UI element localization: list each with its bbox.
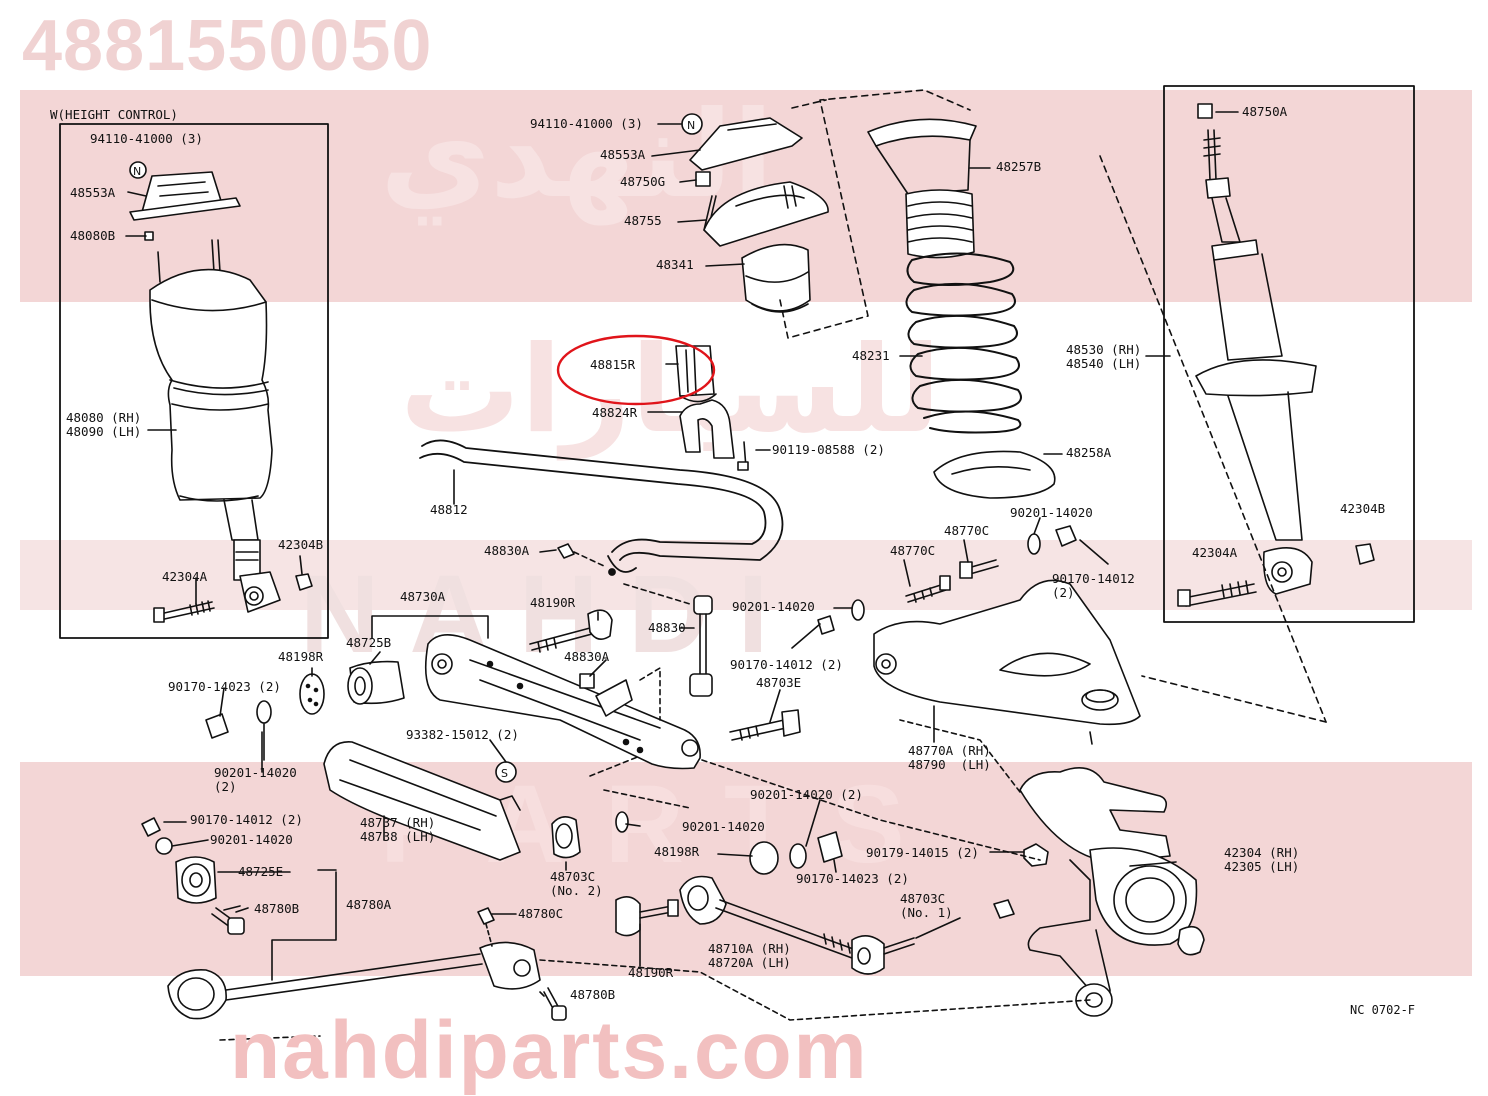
watermark-band-bottom [20,762,1472,976]
part-label-l26: 48725B [346,635,392,650]
svg-text:N: N [687,119,695,132]
part-label-l6: 42304A [162,569,208,584]
part-label-l10: 48755 [624,213,662,228]
part-label-l30: 90170-14023 (2) [168,679,281,694]
part-label-l1: 94110-41000 (3) [90,131,203,146]
part-label-l56: 48710A (RH) 48720A (LH) [708,941,791,971]
part-label-l35: 90201-14020 [732,599,815,614]
part-label-l21: 90119-08588 (2) [772,442,885,457]
svg-text:N: N [133,165,141,178]
bushing-48725b [347,660,405,705]
part-label-l28: 48830A [564,649,610,664]
part-label-l37: 48703E [756,675,802,690]
bushing-48725e [175,856,217,904]
lateral-rod [167,907,567,1021]
bolt-48703e [729,709,801,741]
part-label-l4: 48080 (RH) 48090 (LH) [66,410,142,440]
part-label-l51: 90170-14023 (2) [796,871,909,886]
part-label-l7: 94110-41000 (3) [530,116,643,131]
part-label-l55: 48703C (No. 1) [900,891,953,921]
part-label-l5: 42304B [278,537,324,552]
part-label-l13: 48231 [852,348,890,363]
watermark-arabic-middle: للسيارات [400,323,941,457]
part-label-l32: 48770C [944,523,990,538]
part-label-l20: 48824R [592,405,638,420]
stabilizer-bar [419,439,784,576]
part-label-l45: 90201-14020 [682,819,765,834]
part-label-l43: 90201-14020 [210,832,293,847]
svg-text:S: S [501,767,508,780]
upper-mount-left: N [129,161,241,241]
toe-control-rod [679,875,915,975]
part-label-l27: 48198R [278,649,324,664]
part-label-l34: 90170-14012 (2) [1052,571,1135,601]
part-label-l3: 48080B [70,228,116,243]
part-label-l11: 48341 [656,257,694,272]
part-label-l23: 48830A [484,543,530,558]
part-label-l19: 48815R [590,357,636,372]
stabilizer-bracket [679,399,749,471]
part-label-l33: 90201-14020 [1010,505,1093,520]
watermark-site: nahdiparts.com [230,1005,869,1096]
upper-control-arm [873,579,1141,745]
watermark-nahdi: NAHDI [300,553,799,676]
part-label-l36: 90170-14012 (2) [730,657,843,672]
part-label-l50: 48703C (No. 2) [550,869,603,899]
part-label-l49: 48725E [238,864,284,879]
part-label-l39: 90201-14020 (2) [214,765,297,795]
bolt-48770c [905,559,999,603]
highlight-ellipse [556,334,716,406]
lower-spring-seat [933,450,1056,499]
bump-boot [867,118,977,259]
part-label-l38: 93382-15012 (2) [406,727,519,742]
part-label-l41: 90201-14020 (2) [750,787,863,802]
part-label-l12: 48257B [996,159,1042,174]
part-label-l52: 48780B [254,901,300,916]
part-label-l57: 48190R [628,965,674,980]
part-label-l9: 48750G [620,174,666,189]
part-label-l58: 48780B [570,987,616,1002]
part-number-title: 4881550050 [22,6,433,86]
part-label-l2: 48553A [70,185,116,200]
bolt-48190r-upper [529,609,613,689]
coil-spring [905,252,1022,434]
part-label-l47: 90179-14015 (2) [866,845,979,860]
washer-48198r-left [299,673,325,715]
part-label-l46: 48198R [654,844,700,859]
part-label-l44: 48737 (RH) 48738 (LH) [360,815,436,845]
lower-arm-guide [323,741,521,861]
part-label-l24: 48730A [400,589,446,604]
part-label-l8: 48553A [600,147,646,162]
bolt-48780b-left [211,907,245,935]
inset-box-left [59,123,329,639]
part-label-l16: 48530 (RH) 48540 (LH) [1066,342,1142,372]
part-label-l18: 42304A [1192,545,1238,560]
part-label-l53: 48780A [346,897,392,912]
part-label-l40: 48770A (RH) 48790 (LH) [908,743,991,773]
part-label-l29: 48830 [648,620,686,635]
part-label-l25: 48190R [530,595,576,610]
upper-mount-center: N [681,113,829,313]
part-label-l17: 42304B [1340,501,1386,516]
inset-left-title: W(HEIGHT CONTROL) [50,107,178,122]
front-lower-arm [424,634,701,770]
part-label-l54: 48780C [518,906,564,921]
bolt-48190r-lower [615,896,679,937]
part-label-l42: 90170-14012 (2) [190,812,303,827]
shock-absorber [1177,103,1375,607]
part-label-l22: 48812 [430,502,468,517]
stabilizer-bushing [675,345,717,403]
part-label-l48: 42304 (RH) 42305 (LH) [1224,845,1300,875]
inset-box-right [1163,85,1415,623]
steering-knuckle [1019,766,1205,1017]
part-label-l15: 48750A [1242,104,1288,119]
stabilizer-link [623,583,713,697]
part-label-l31: 48770C [890,543,936,558]
air-spring [149,239,313,623]
part-label-l14: 48258A [1066,445,1112,460]
diagram-code: NC 0702-F [1350,1003,1416,1017]
